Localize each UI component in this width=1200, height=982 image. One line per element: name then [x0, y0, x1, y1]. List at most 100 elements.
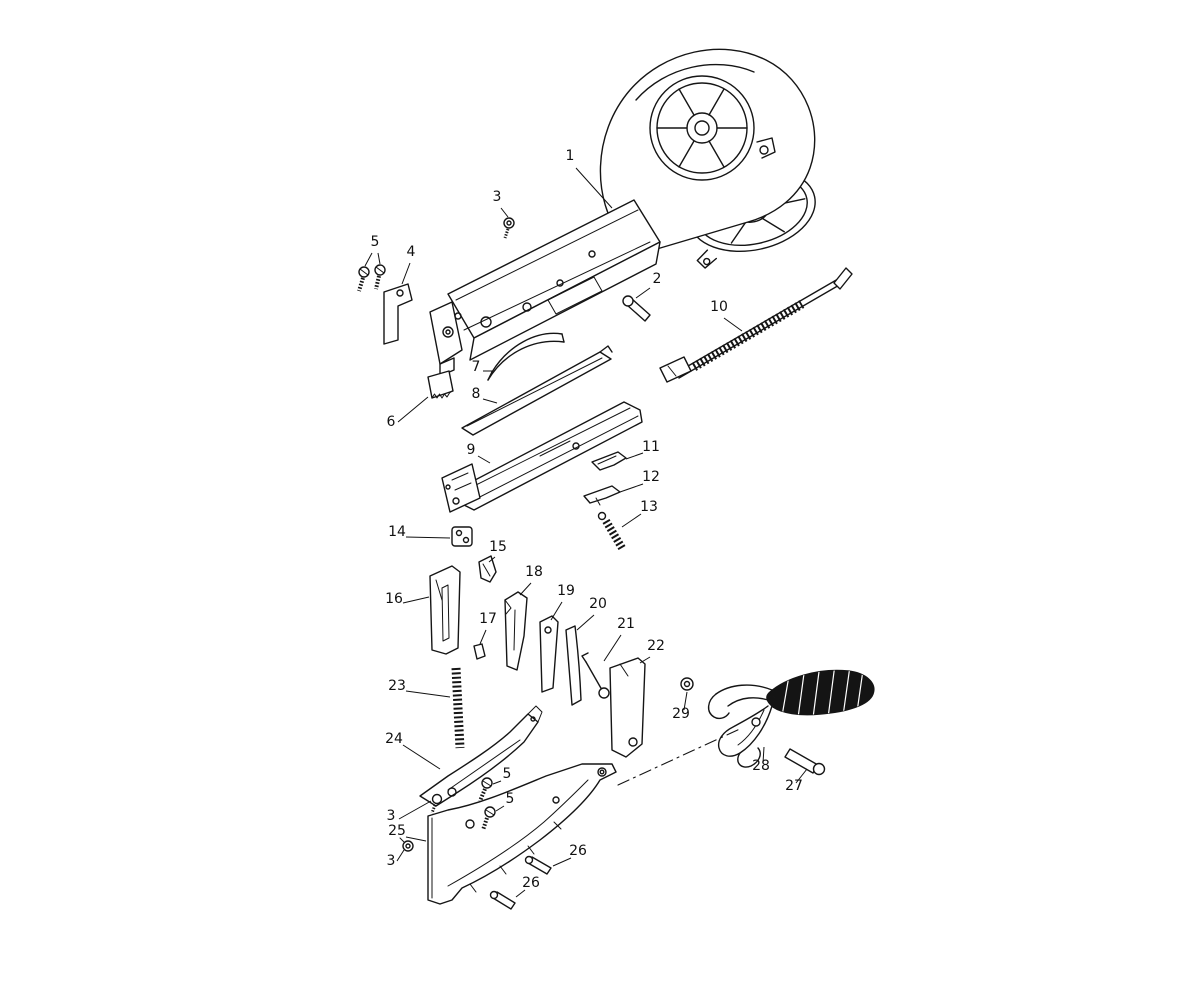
handle-28	[707, 669, 875, 768]
leader-line	[519, 582, 532, 596]
part-label-1: 1	[566, 148, 575, 164]
leader-line	[401, 262, 411, 285]
leader-line	[364, 252, 373, 267]
leader-line	[396, 849, 405, 862]
rail-8	[461, 345, 613, 436]
leader-line	[397, 396, 429, 423]
part-label-18: 18	[525, 564, 543, 580]
plate-12	[583, 485, 621, 506]
leader-line	[625, 452, 644, 460]
part-label-26: 26	[522, 875, 540, 891]
leader-line	[603, 634, 622, 662]
screws-5-top	[357, 264, 386, 292]
arm-24	[419, 705, 543, 807]
spring-23	[451, 667, 465, 749]
strip-20	[565, 625, 582, 706]
lever-21	[581, 652, 610, 699]
leader-line	[479, 629, 487, 645]
leader-line	[552, 857, 572, 867]
leader-line	[405, 536, 451, 539]
part-label-19: 19	[557, 583, 575, 599]
plate-16	[429, 565, 461, 655]
leader-line	[515, 889, 526, 898]
leader-line	[402, 744, 441, 770]
part-label-5: 5	[506, 791, 515, 807]
part-label-6: 6	[387, 414, 396, 430]
part-label-4: 4	[407, 244, 416, 260]
leader-line	[477, 455, 491, 464]
part-label-5: 5	[503, 766, 512, 782]
leader-line	[488, 556, 496, 563]
leader-line	[619, 483, 644, 493]
leader-line	[795, 768, 808, 784]
part-label-20: 20	[589, 596, 607, 612]
leader-line	[576, 614, 595, 631]
part-label-26: 26	[569, 843, 587, 859]
ring-3-bottom	[399, 837, 414, 852]
part-label-27: 27	[785, 778, 803, 794]
part-label-15: 15	[489, 539, 507, 555]
spring-13	[597, 511, 626, 551]
part-label-10: 10	[710, 299, 728, 315]
part-label-17: 17	[479, 611, 497, 627]
screw-3-top	[503, 217, 515, 239]
part-label-21: 21	[617, 616, 635, 632]
leader-line	[762, 746, 765, 764]
part-label-23: 23	[388, 678, 406, 694]
leader-line	[635, 287, 651, 299]
leader-line	[621, 513, 642, 528]
part-label-2: 2	[653, 271, 662, 287]
leader-line	[639, 656, 651, 664]
rod-spring-10	[659, 267, 853, 383]
leader-line	[405, 690, 451, 698]
piece-15	[478, 555, 497, 583]
leader-line	[398, 800, 432, 820]
leader-line	[723, 317, 743, 332]
drawing	[357, 48, 875, 910]
screw-3-mid	[430, 793, 443, 814]
main-body	[429, 199, 661, 377]
pin-27	[784, 748, 826, 776]
leader-line	[550, 601, 563, 621]
frame-25	[427, 763, 617, 905]
leader-line	[500, 207, 509, 218]
part-label-28: 28	[752, 758, 770, 774]
screws-5-mid	[478, 777, 496, 831]
pin-17	[473, 643, 486, 660]
leader-line	[683, 691, 688, 711]
leader-line	[482, 398, 498, 404]
part-label-7: 7	[472, 359, 481, 375]
part-label-29: 29	[672, 706, 690, 722]
leader-line	[575, 167, 613, 209]
pin-2	[622, 295, 651, 322]
plate-18	[504, 591, 528, 671]
ring-29	[680, 677, 694, 691]
part-label-12: 12	[642, 469, 660, 485]
serrated-6	[427, 370, 454, 399]
part-label-14: 14	[388, 524, 406, 540]
part-label-16: 16	[385, 591, 403, 607]
plate-19	[539, 615, 559, 693]
part-label-5: 5	[371, 234, 380, 250]
part-label-3: 3	[387, 853, 396, 869]
leader-line	[405, 836, 427, 842]
leaf-spring-7	[487, 332, 565, 381]
part-label-24: 24	[385, 731, 403, 747]
reel-housing	[599, 48, 816, 255]
part-label-11: 11	[642, 439, 660, 455]
part-label-22: 22	[647, 638, 665, 654]
part-label-25: 25	[388, 823, 406, 839]
part-label-3: 3	[387, 808, 396, 824]
part-label-13: 13	[640, 499, 658, 515]
part-label-8: 8	[472, 386, 481, 402]
leader-line	[492, 780, 502, 785]
leader-line	[377, 252, 381, 265]
plate-22	[609, 657, 646, 758]
pins-26	[489, 855, 552, 910]
plate-11	[591, 451, 627, 471]
block-14	[451, 526, 473, 547]
channel-rail-9	[441, 401, 643, 513]
